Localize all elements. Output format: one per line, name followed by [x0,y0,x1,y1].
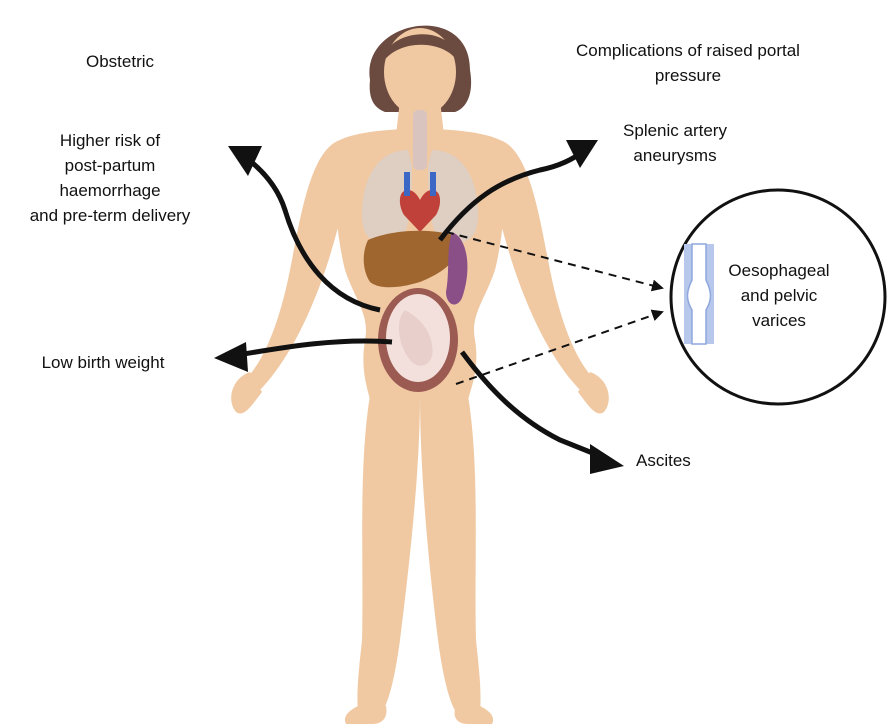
woman-figure [231,26,609,724]
left-arm [245,140,352,392]
right-leg [420,395,481,712]
aorta [404,172,410,196]
low-birth-weight-label: Low birth weight [18,350,188,375]
arrowhead-post-partum [228,146,262,176]
arrowhead-low-birth-weight [214,342,248,372]
left-foot [345,706,387,724]
vena-cava [430,172,436,196]
arrowhead-ascites [590,444,624,474]
trachea [413,110,427,170]
ascites-label: Ascites [636,448,726,473]
splenic-label: Splenic artery aneurysms [600,118,750,168]
left-leg [357,395,420,712]
obstetric-risk-label: Higher risk of post-partum haemorrhage a… [4,128,216,228]
portal-heading: Complications of raised portal pressure [538,38,838,88]
obstetric-heading: Obstetric [72,49,168,74]
right-foot [455,706,494,724]
varices-label: Oesophageal and pelvic varices [714,258,844,333]
arrowhead-splenic [566,140,598,168]
